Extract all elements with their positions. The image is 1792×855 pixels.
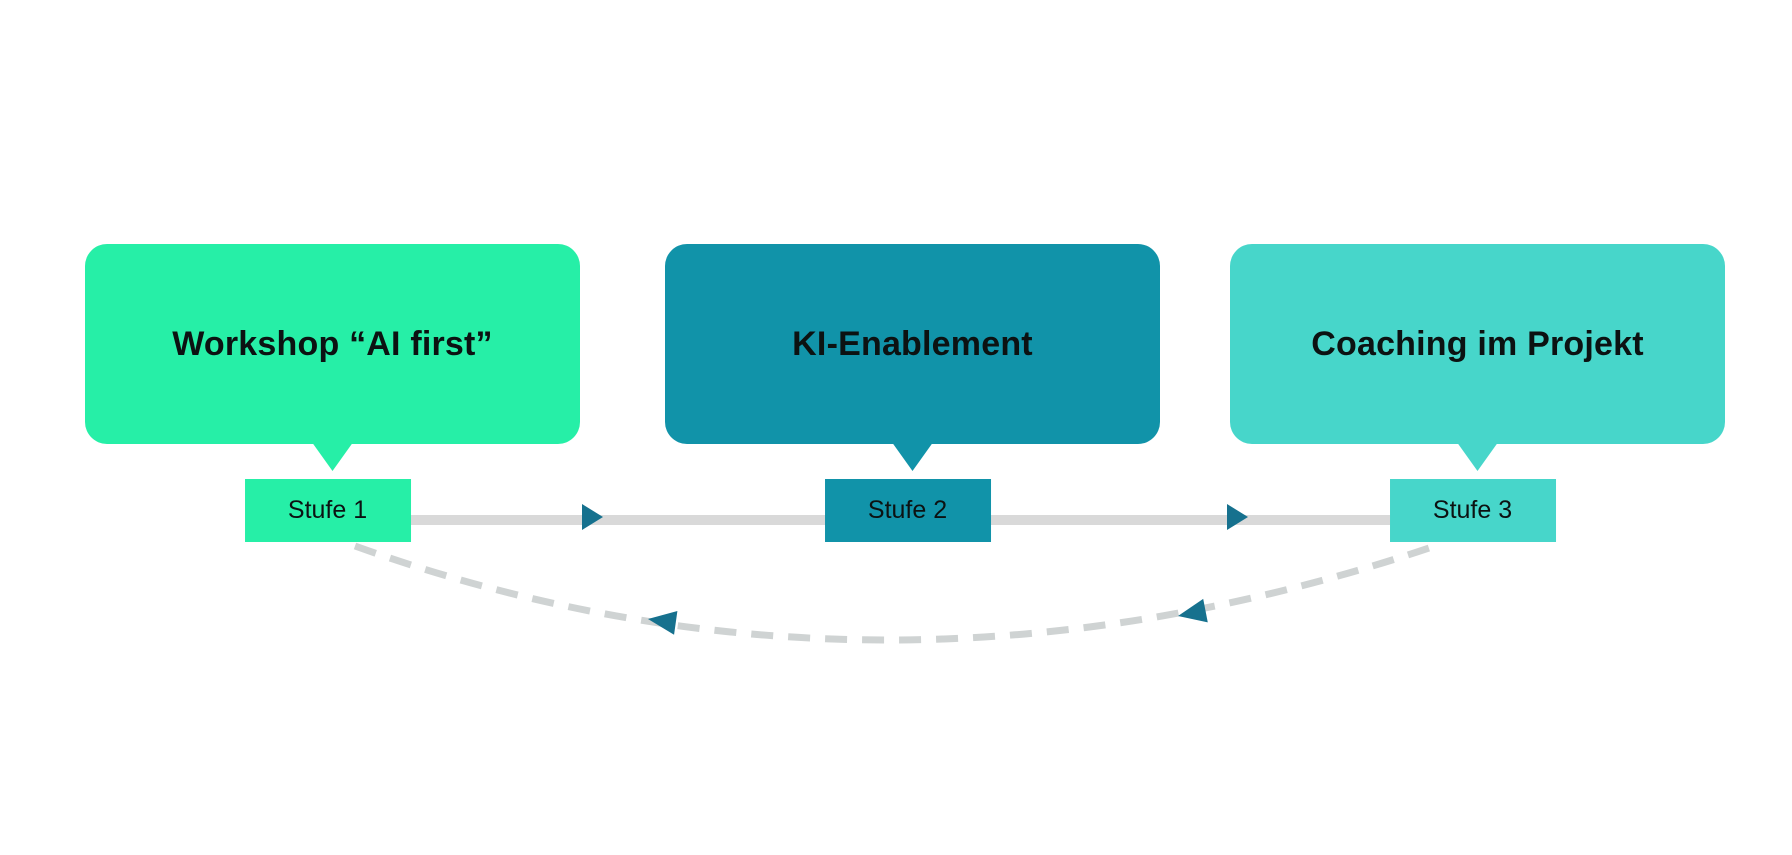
stufe-label: Stufe 2 [867,496,948,524]
bubble-tail [892,443,933,471]
stufe-box: Stufe 2 [824,479,991,542]
stage-bubble: KI-Enablement [665,244,1160,444]
stage-bubble: Workshop “AI first” [85,244,580,444]
forward-arrow-icon [1227,504,1248,530]
return-arrow-icon [648,611,678,635]
stage-workshop: Workshop “AI first” Stufe 1 [85,244,580,544]
stage-bubble: Coaching im Projekt [1230,244,1725,444]
stage-ki-enablement: KI-Enablement Stufe 2 [665,244,1160,544]
stufe-label: Stufe 1 [287,496,368,524]
return-arrow-icon [1178,598,1208,623]
stufe-box: Stufe 3 [1389,479,1556,542]
return-dashed-curve [353,542,1437,644]
stage-coaching: Coaching im Projekt Stufe 3 [1230,244,1725,544]
forward-arrow-icon [582,504,603,530]
bubble-tail [1457,443,1498,471]
stage-title: KI-Enablement [792,324,1033,363]
bubble-tail [312,443,353,471]
stufe-label: Stufe 3 [1432,496,1513,524]
stufe-box: Stufe 1 [244,479,411,542]
stage-title: Workshop “AI first” [172,324,493,363]
stage-title: Coaching im Projekt [1311,324,1644,363]
